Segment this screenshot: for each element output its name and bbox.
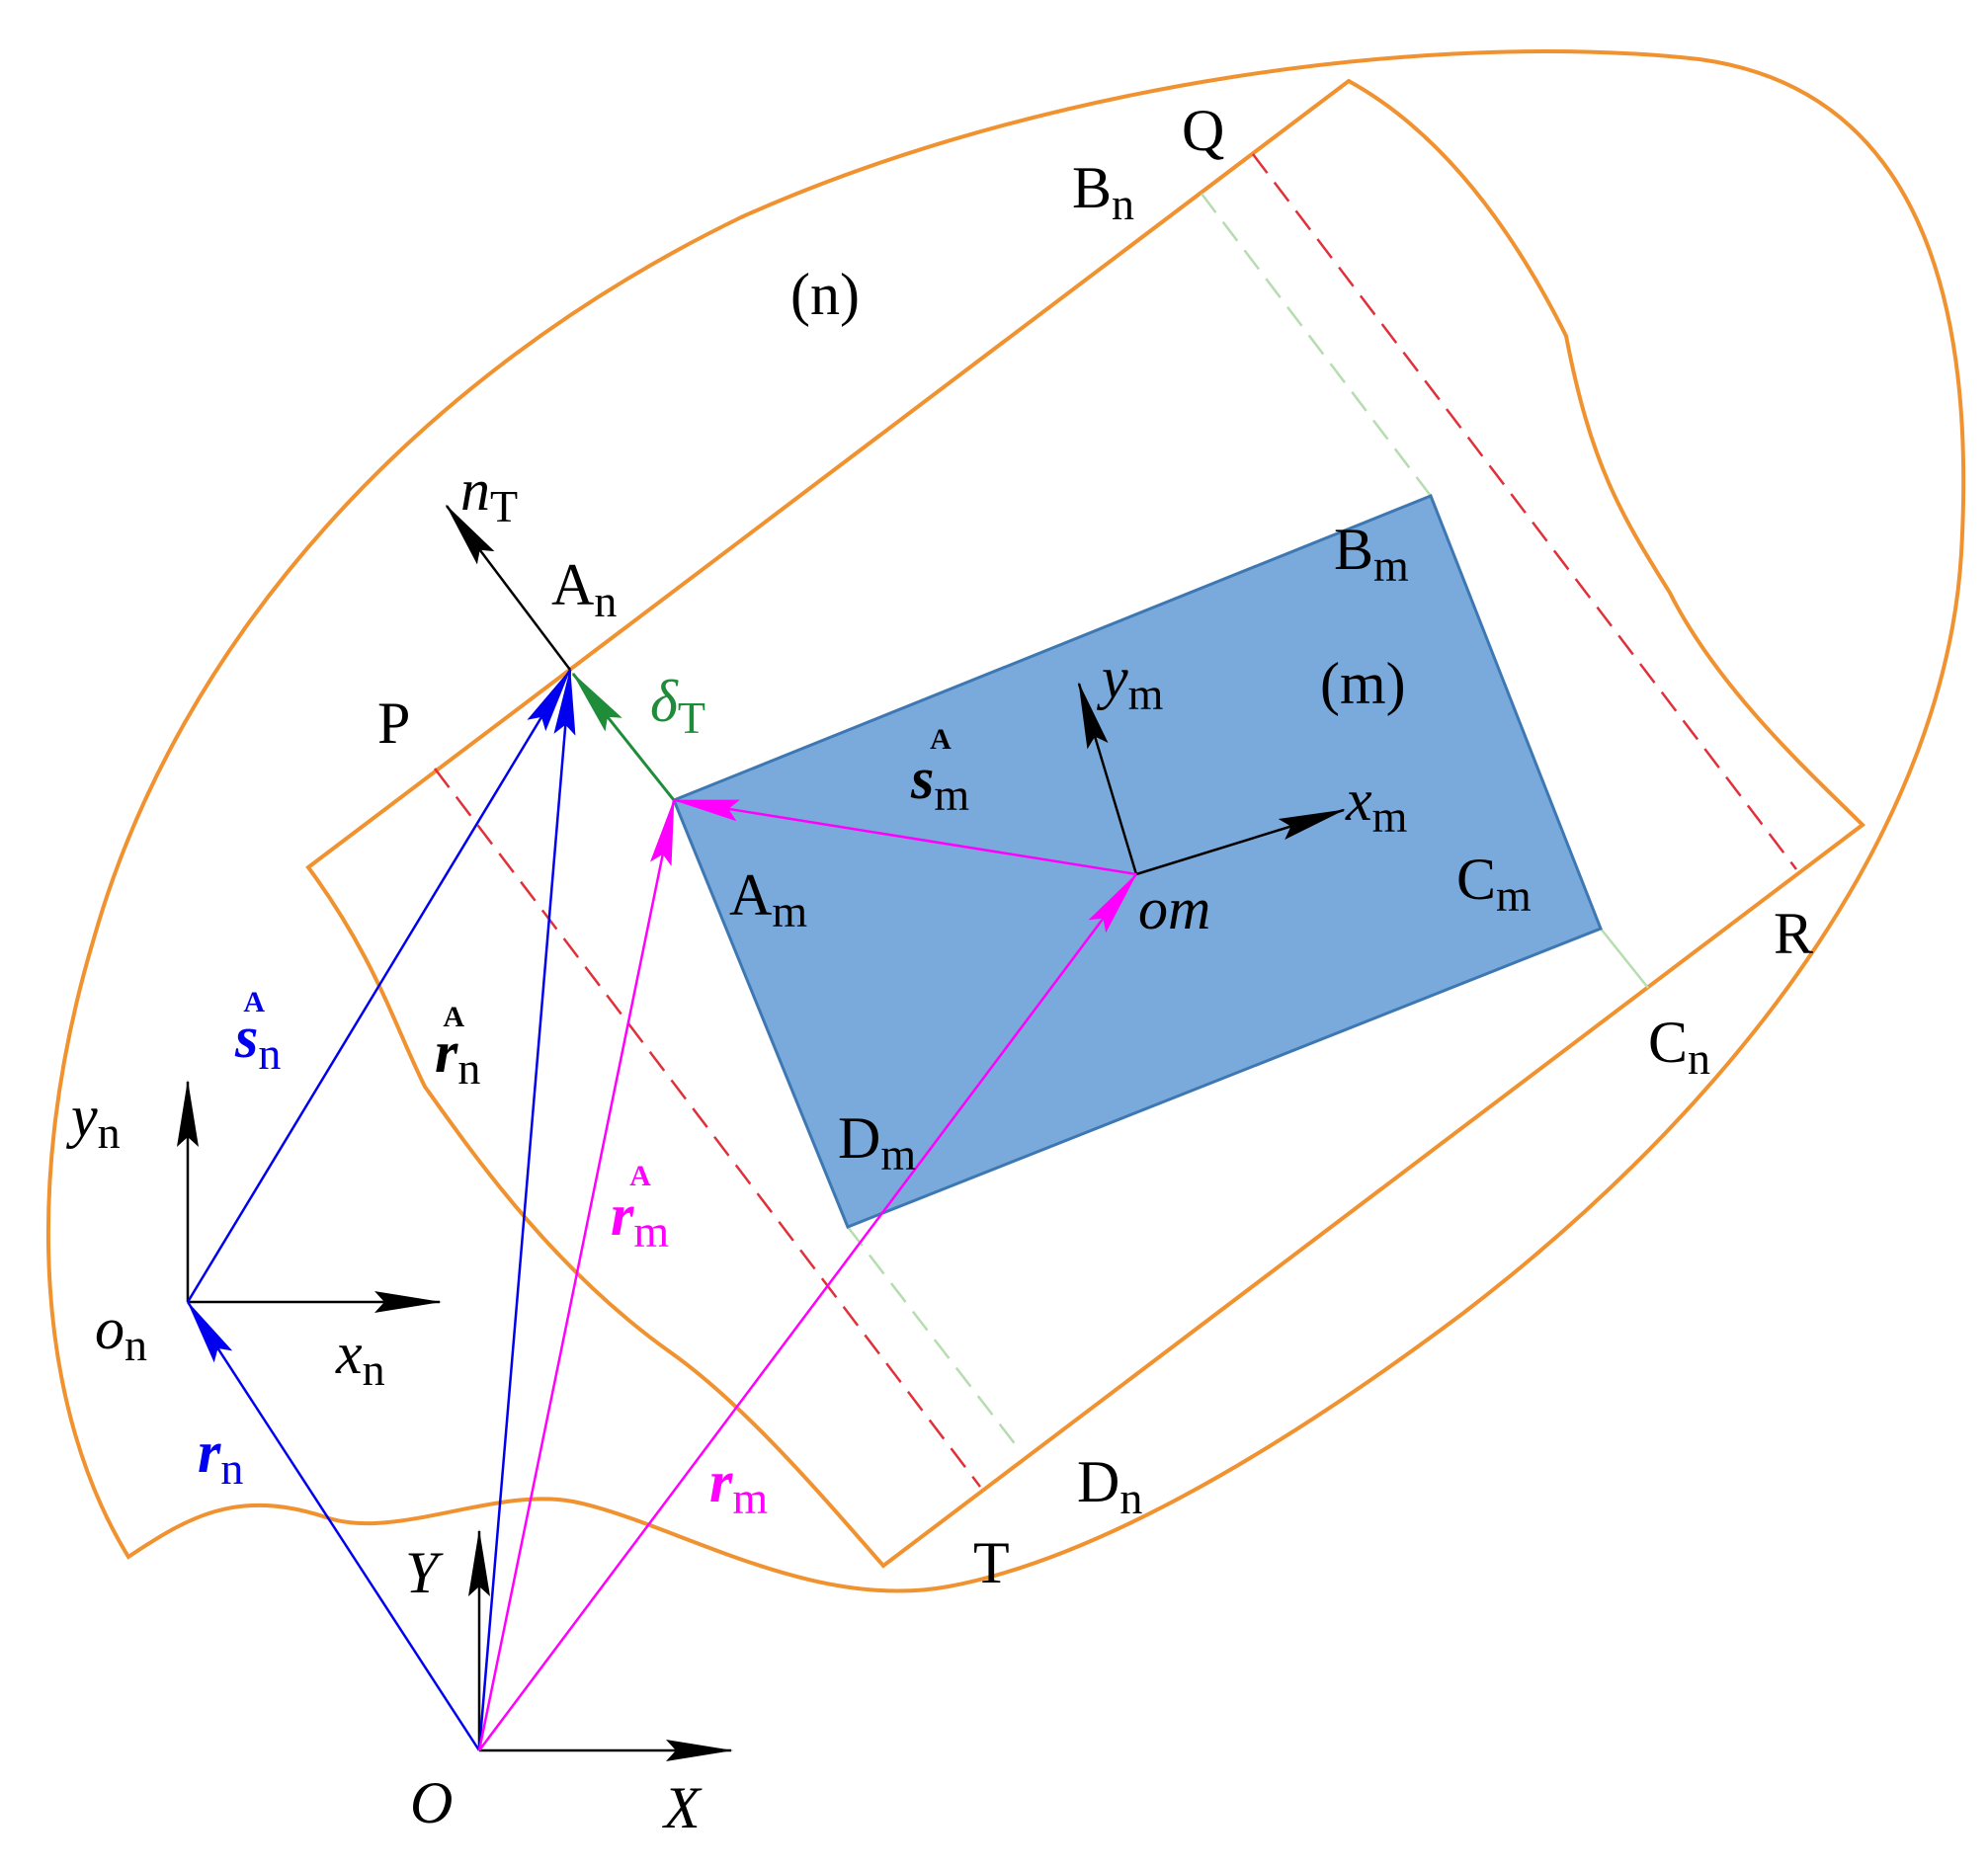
label-ym: ym (1096, 645, 1164, 719)
label-Dn: Dn (1077, 1449, 1142, 1523)
label-on: on (95, 1296, 147, 1370)
dashed-line-Bn-Bm (1201, 193, 1432, 497)
label-n-region: (n) (790, 262, 860, 327)
xm-axis-arrow (1135, 808, 1346, 876)
label-Cn: Cn (1648, 1010, 1710, 1084)
rm-vector (477, 872, 1138, 1751)
label-smA: smA (910, 723, 969, 820)
label-Bn: Bn (1072, 155, 1134, 229)
label-nT: nT (460, 457, 518, 531)
dashed-line-Dm-Dn (847, 1226, 1021, 1451)
label-rn: rn (198, 1420, 243, 1494)
label-P: P (377, 691, 410, 756)
label-m-region: (m) (1320, 651, 1406, 716)
label-Am: Am (729, 862, 807, 936)
label-deltaT: δT (650, 669, 705, 743)
label-snA: snA (234, 986, 281, 1079)
label-xm: xm (1345, 768, 1408, 842)
normal-nT-arrow (445, 504, 571, 671)
label-rmA: rmA (611, 1160, 669, 1257)
label-Cm: Cm (1456, 847, 1532, 921)
label-O: O (410, 1770, 453, 1835)
smA-vector (672, 798, 1137, 876)
ym-axis-arrow (1077, 682, 1138, 875)
label-T: T (973, 1530, 1010, 1595)
label-xn: xn (335, 1321, 385, 1395)
label-An: An (551, 552, 617, 626)
dashed-line-PT (434, 768, 981, 1488)
label-Y: Y (405, 1540, 444, 1605)
line-Cm-Cn (1600, 928, 1649, 989)
label-rm: rm (709, 1449, 768, 1523)
rmA-vector (477, 798, 676, 1751)
inner-cavity-boundary (305, 78, 1866, 1569)
label-om: om (1138, 876, 1210, 941)
label-Q: Q (1182, 98, 1224, 163)
label-Dm: Dm (838, 1105, 916, 1179)
deltaT-arrow (571, 672, 676, 801)
label-yn: yn (65, 1084, 121, 1158)
label-rnA: rnA (435, 1001, 480, 1094)
label-R: R (1774, 901, 1813, 966)
dashed-line-QR (1252, 153, 1797, 870)
label-Bm: Bm (1334, 517, 1409, 591)
label-X: X (662, 1775, 703, 1840)
outer-boundary-n (45, 49, 1966, 1593)
rnA-vector (477, 668, 576, 1751)
snA-vector (186, 668, 572, 1303)
rn-vector (186, 1300, 481, 1751)
block-m (672, 494, 1603, 1229)
